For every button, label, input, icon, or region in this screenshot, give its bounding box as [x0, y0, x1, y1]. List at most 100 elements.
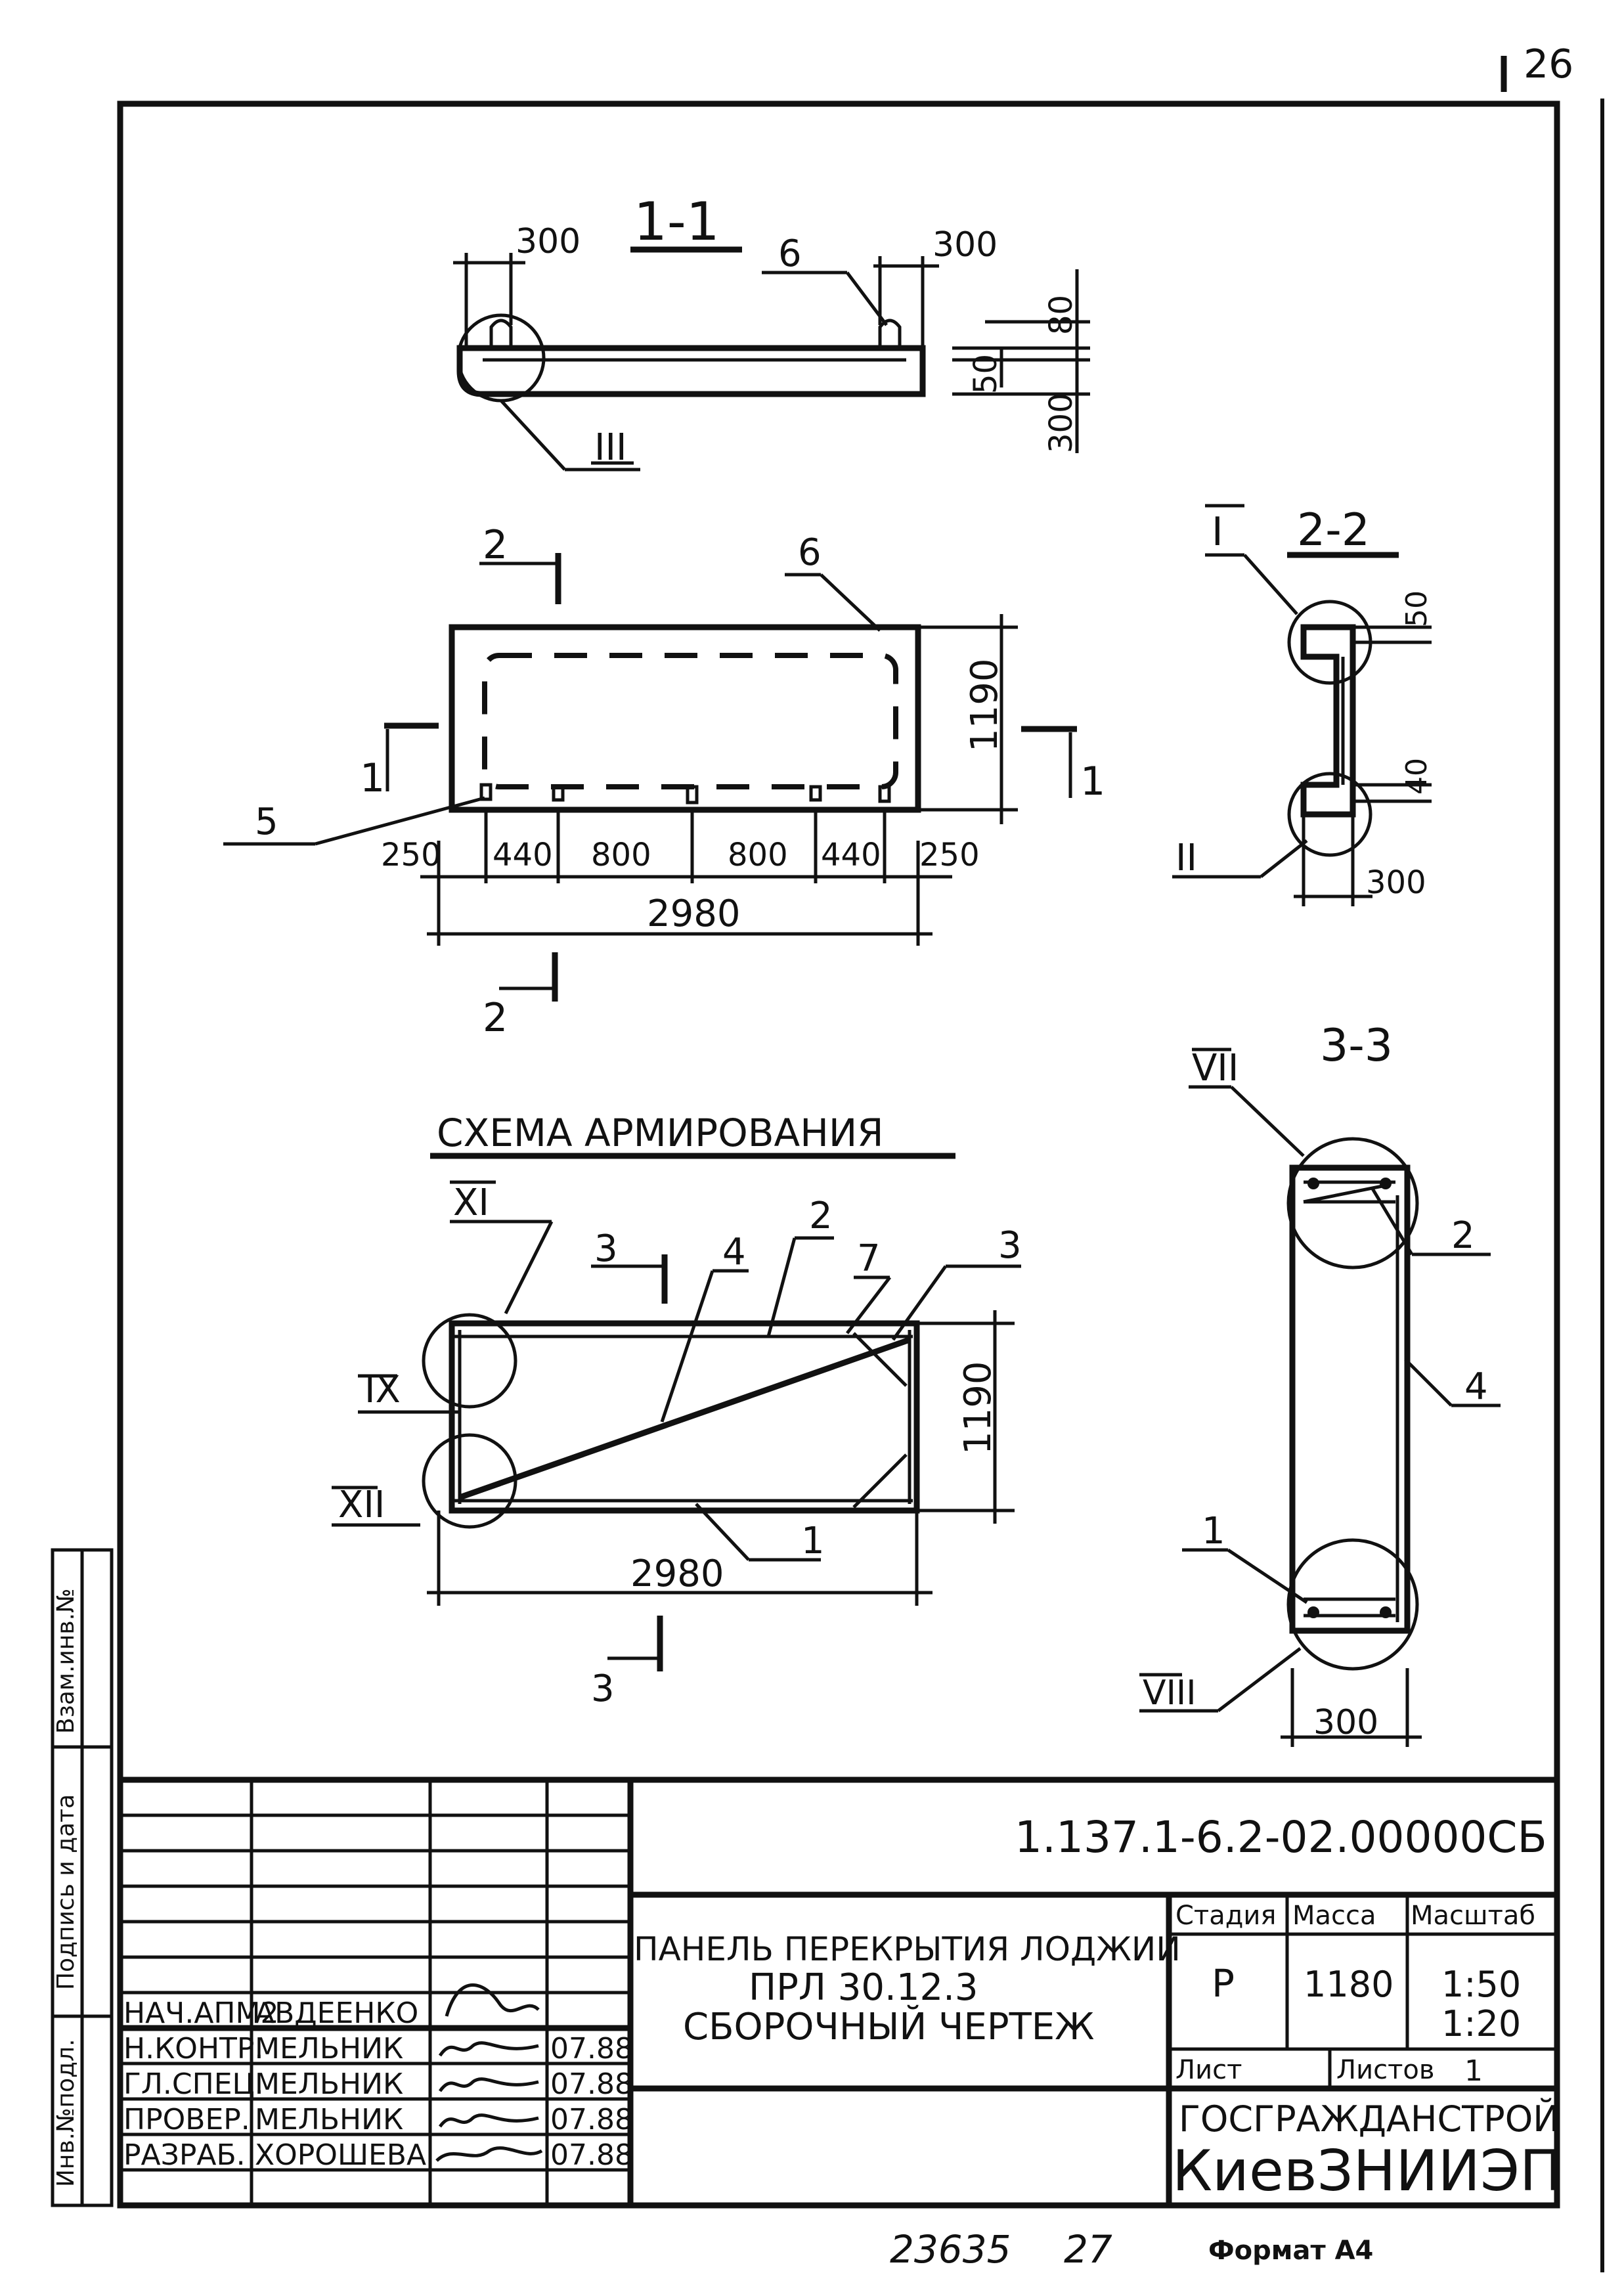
signature-mark [438, 2077, 539, 2092]
sheets-count: 1 [1464, 2054, 1483, 2088]
header-stage: Стадия [1175, 1901, 1276, 1931]
callout-7: 7 [857, 1237, 881, 1280]
callout-3: 3 [998, 1224, 1022, 1267]
cut-mark-2-top: 2 [483, 522, 508, 568]
signature-row: ГЛ.СПЕЦ. МЕЛЬНИК 07.88 [123, 2067, 633, 2101]
cut-mark-1-left: 1 [360, 755, 385, 801]
dim-plan-440-right: 440 [821, 837, 881, 873]
cut-mark-2-bottom: 2 [483, 995, 508, 1041]
sig-date: 07.88 [550, 2103, 633, 2136]
dim-1-1-300-v: 300 [1043, 393, 1080, 453]
sheet-number-bottom: 27 [1064, 2227, 1112, 2272]
sig-role: РАЗРАБ. [123, 2138, 246, 2172]
callout-xi: XI [453, 1181, 489, 1224]
signature-row: ПРОВЕР. МЕЛЬНИК 07.88 [123, 2103, 633, 2136]
callout-1-scheme: 1 [801, 1520, 825, 1562]
title-block: 1.137.1-6.2-02.00000СБ ПАНЕЛЬ ПЕРЕКРЫТИЯ… [117, 1777, 1562, 2209]
scale-value-2: 1:20 [1441, 2003, 1521, 2044]
org-line-1: ГОСГРАЖДАНСТРОЙ [1179, 2098, 1560, 2140]
signature-mark [438, 2113, 539, 2128]
dim-1-1-300-left: 300 [516, 222, 581, 261]
scheme-overall-2980: 2980 [630, 1553, 724, 1595]
callout-2-section: 2 [1451, 1214, 1475, 1257]
dim-plan-440-left: 440 [493, 837, 553, 873]
side-stamp: Инв.№подл. Подпись и дата Взам.инв.№ [51, 1548, 114, 2207]
signature-row: РАЗРАБ. ХОРОШЕВА 07.88 [123, 2138, 633, 2172]
callout-4-section: 4 [1464, 1365, 1488, 1408]
dim-plan-250-right: 250 [919, 837, 980, 873]
dim-2-2-50: 50 [1400, 590, 1434, 627]
section-2-2: 2-2 I 50 40 II 300 [1172, 504, 1434, 906]
sheet-label: Лист [1175, 2055, 1242, 2085]
dim-plan-800-right: 800 [728, 837, 788, 873]
doc-code: 1.137.1-6.2-02.00000СБ [1015, 1812, 1547, 1863]
sheets-label: Листов [1336, 2055, 1434, 2085]
sig-date: 07.88 [550, 2067, 633, 2101]
sig-date: 07.88 [550, 2138, 633, 2172]
cut-mark-3-bottom: 3 [591, 1667, 615, 1710]
callout-vii: VII [1192, 1047, 1239, 1090]
callout-2-scheme: 2 [809, 1195, 833, 1237]
side-label-podpis: Подпись и дата [53, 1794, 79, 1990]
stage-value: Р [1212, 1961, 1235, 2006]
title-line-2: ПРЛ 30.12.3 [749, 1966, 978, 2009]
sig-role: Н.КОНТР. [123, 2032, 263, 2065]
cut-mark-1-right: 1 [1080, 759, 1105, 805]
dim-plan-250-left: 250 [381, 837, 441, 873]
page-number: 26 [1524, 41, 1573, 87]
section-1-1: 1-1 III 300 6 300 80 50 [453, 191, 1090, 472]
section-3-3-title: 3-3 [1320, 1020, 1393, 1072]
signature-mark [445, 1983, 540, 2017]
signature-row: НАЧ.АПМ2 АВДЕЕНКО [123, 1983, 540, 2030]
side-label-vzam: Взам.инв.№ [53, 1588, 79, 1734]
sig-name: АВДЕЕНКО [255, 1997, 418, 2030]
scheme-height-1190: 1190 [957, 1361, 999, 1455]
title-line-3: СБОРОЧНЫЙ ЧЕРТЕЖ [683, 2005, 1095, 2048]
callout-ii: II [1175, 837, 1197, 879]
sig-role: ПРОВЕР. [123, 2103, 250, 2136]
sig-date: 07.88 [550, 2032, 633, 2065]
format-label: Формат А4 [1208, 2236, 1373, 2266]
sig-name: МЕЛЬНИК [255, 2032, 403, 2065]
sig-name: МЕЛЬНИК [255, 2067, 403, 2101]
cut-mark-3-top: 3 [594, 1227, 618, 1270]
callout-1-section: 1 [1202, 1510, 1225, 1553]
plan-overall-2980: 2980 [647, 893, 741, 935]
sig-name: ХОРОШЕВА [255, 2138, 426, 2172]
dim-plan-800-left: 800 [591, 837, 651, 873]
signature-mark [435, 2146, 543, 2162]
signature-mark [438, 2041, 539, 2057]
dim-3-3-300: 300 [1313, 1703, 1378, 1742]
reinforcement-scheme: СХЕМА АРМИРОВАНИЯ XI IX XII 3 3 [332, 1111, 1022, 1710]
title-line-1: ПАНЕЛЬ ПЕРЕКРЫТИЯ ЛОДЖИИ [634, 1930, 1181, 1968]
section-1-1-title: 1-1 [634, 191, 720, 252]
section-2-2-title: 2-2 [1297, 504, 1370, 556]
plan-height-1190: 1190 [963, 658, 1006, 752]
header-mass: Масса [1292, 1901, 1376, 1931]
callout-xii: XII [338, 1484, 385, 1526]
sig-role: НАЧ.АПМ2 [123, 1997, 278, 2030]
org-line-2: КиевЗНИИЭП [1172, 2138, 1562, 2204]
dim-2-2-300: 300 [1366, 864, 1426, 901]
archive-number: 23635 [890, 2227, 1011, 2272]
callout-viii: VIII [1143, 1673, 1196, 1713]
section-3-3: 3-3 VII 2 4 1 VIII [1139, 1020, 1501, 1747]
scale-value-1: 1:50 [1441, 1964, 1521, 2005]
dim-2-2-40: 40 [1400, 758, 1434, 795]
dim-1-1-300-right: 300 [933, 225, 998, 265]
sig-name: МЕЛЬНИК [255, 2103, 403, 2136]
scheme-title: СХЕМА АРМИРОВАНИЯ [437, 1111, 884, 1155]
callout-4-scheme: 4 [722, 1231, 746, 1273]
plan-view: 2 2 1 1 6 5 1190 250 440 [223, 522, 1105, 1041]
dim-1-1-80: 80 [1043, 295, 1080, 335]
dim-1-1-50: 50 [967, 354, 1004, 394]
callout-i: I [1212, 509, 1223, 555]
mass-value: 1180 [1304, 1964, 1394, 2005]
callout-6-plan: 6 [798, 531, 822, 574]
callout-6-top: 6 [778, 232, 802, 275]
signature-row: Н.КОНТР. МЕЛЬНИК 07.88 [123, 2032, 633, 2065]
side-label-inv-podl: Инв.№подл. [53, 2039, 79, 2187]
callout-5: 5 [255, 801, 278, 843]
sig-role: ГЛ.СПЕЦ. [123, 2067, 264, 2101]
